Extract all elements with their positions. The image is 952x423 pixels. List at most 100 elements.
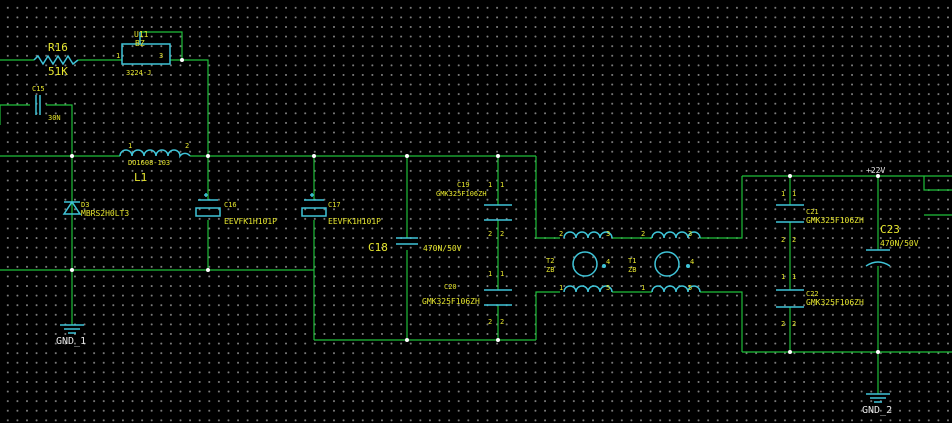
c22-pin-top: 1: [781, 273, 785, 281]
t1-value: ZB: [628, 266, 636, 274]
c21-pin-bot: 2: [792, 236, 796, 244]
inductor-l1[interactable]: 1 2 DO1608-103 L1: [119, 142, 191, 184]
gnd1-label: GND_1: [56, 336, 86, 347]
u11-ref: U11: [134, 30, 149, 39]
t2-pin5: 5: [606, 284, 610, 292]
c21-pin-top: 1: [792, 190, 796, 198]
capacitor-symbol: [35, 95, 41, 115]
choke-t2[interactable]: 2 3 4 1 5 T2 ZB: [546, 230, 613, 293]
l1-part: DO1608-103: [128, 159, 170, 167]
capacitor-plate-bottom: [301, 207, 327, 217]
coil-bottom: [563, 285, 613, 293]
c17-ref: C17: [328, 201, 341, 209]
c22-pin-bot: 2: [792, 320, 796, 328]
capacitor-c23[interactable]: C23 470N/50V: [865, 223, 919, 267]
net-label-22v: +22V: [866, 166, 885, 175]
c21-ref: C21: [806, 208, 819, 216]
c19-pin-top: 1: [500, 181, 504, 189]
junction-dot: [70, 268, 74, 272]
gnd2-label: GND_2: [862, 405, 892, 416]
c23-value: 470N/50V: [880, 239, 919, 248]
c20-pin-bot: 2: [500, 318, 504, 326]
c20-ref: C20: [444, 283, 457, 291]
diode-d3[interactable]: D3 MBRS2H0LT3: [62, 200, 129, 218]
c23-ref: C23: [880, 223, 900, 236]
c15-ref: C15: [32, 85, 45, 93]
resistor-symbol: [33, 54, 79, 66]
c20-part: GMK325F106ZH: [422, 297, 480, 306]
c19-pin-bot: 2: [500, 230, 504, 238]
t1-pin4: 4: [690, 258, 694, 266]
core-icon: [572, 251, 598, 277]
t2-pin4: 4: [606, 258, 610, 266]
junction-dot: [788, 350, 792, 354]
choke-t1[interactable]: 2 3 4 1 5 T1 ZB: [628, 230, 701, 293]
c22-pin-bot: 2: [781, 320, 785, 328]
junction-dot: [405, 154, 409, 158]
capacitor-c18[interactable]: C18 470N/50V: [368, 237, 462, 254]
core-icon: [654, 251, 680, 277]
t2-pin1: 1: [559, 284, 563, 292]
c19-part: GMK325F106ZH: [436, 190, 487, 198]
capacitor-c19[interactable]: C19 GMK325F106ZH 1 1 2 2: [436, 181, 512, 238]
plus-sign: [204, 193, 208, 197]
c18-value: 470N/50V: [423, 244, 462, 253]
capacitor-symbol: [396, 237, 418, 245]
t2-value: ZB: [546, 266, 554, 274]
coil-top: [651, 231, 701, 239]
t1-ref: T1: [628, 257, 636, 265]
c22-part: GMK325F106ZH: [806, 298, 864, 307]
c22-pin-top: 1: [792, 273, 796, 281]
capacitor-symbol: [484, 204, 512, 221]
coil-symbol: [119, 149, 191, 159]
coil-bottom: [651, 285, 701, 293]
diode-symbol: [62, 200, 82, 215]
junctions: [70, 58, 880, 354]
junction-dot: [206, 268, 210, 272]
c16-part: EEVFK1H101P: [224, 217, 277, 226]
junction-dot: [788, 174, 792, 178]
resistor-r16[interactable]: R16 51K: [33, 41, 79, 78]
capacitor-c21[interactable]: C21 GMK325F106ZH 1 1 2 2: [776, 190, 864, 244]
t1-pin3: 3: [688, 230, 692, 238]
capacitor-plate-bottom: [195, 207, 221, 217]
plus-sign: [310, 193, 314, 197]
c18-ref: C18: [368, 241, 388, 254]
t2-pin2: 2: [559, 230, 563, 238]
c22-ref: C22: [806, 290, 819, 298]
capacitor-symbol: [776, 289, 804, 308]
junction-dot: [70, 154, 74, 158]
capacitor-c16[interactable]: C16 EEVFK1H101P: [195, 193, 277, 226]
t1-pin5: 5: [688, 284, 692, 292]
u11-pin3: 3: [159, 52, 163, 60]
ground-gnd1[interactable]: GND_1: [56, 324, 86, 347]
junction-dot: [876, 174, 880, 178]
ground-gnd2[interactable]: GND_2: [862, 393, 892, 416]
capacitor-symbol: [484, 289, 512, 306]
capacitor-c20[interactable]: C20 GMK325F106ZH 1 1 2 2: [422, 270, 512, 326]
c20-pin-top: 1: [500, 270, 504, 278]
t2-ref: T2: [546, 257, 554, 265]
capacitor-c22[interactable]: C22 GMK325F106ZH 1 1 2 2: [776, 273, 864, 328]
c20-pin-bot: 2: [488, 318, 492, 326]
capacitor-c15[interactable]: C15 30N: [32, 85, 61, 122]
l1-ref: L1: [134, 171, 147, 184]
t1-pin1: 1: [641, 284, 645, 292]
junction-dot: [876, 350, 880, 354]
t2-pin3: 3: [606, 230, 610, 238]
c16-ref: C16: [224, 201, 237, 209]
d3-part: MBRS2H0LT3: [81, 209, 129, 218]
c21-pin-top: 1: [781, 190, 785, 198]
c15-value: 30N: [48, 114, 61, 122]
phase-dot: [686, 264, 690, 268]
capacitor-c17[interactable]: C17 EEVFK1H101P: [301, 193, 381, 226]
coil-top: [563, 231, 613, 239]
regulator-u11[interactable]: U11 BZ 1 3 3224-J: [116, 30, 171, 77]
ground-icon: [60, 324, 84, 334]
l1-pin2: 2: [185, 142, 189, 150]
ground-icon: [866, 393, 890, 403]
capacitor-plate-bottom: [865, 261, 891, 267]
c19-pin-top: 1: [488, 181, 492, 189]
